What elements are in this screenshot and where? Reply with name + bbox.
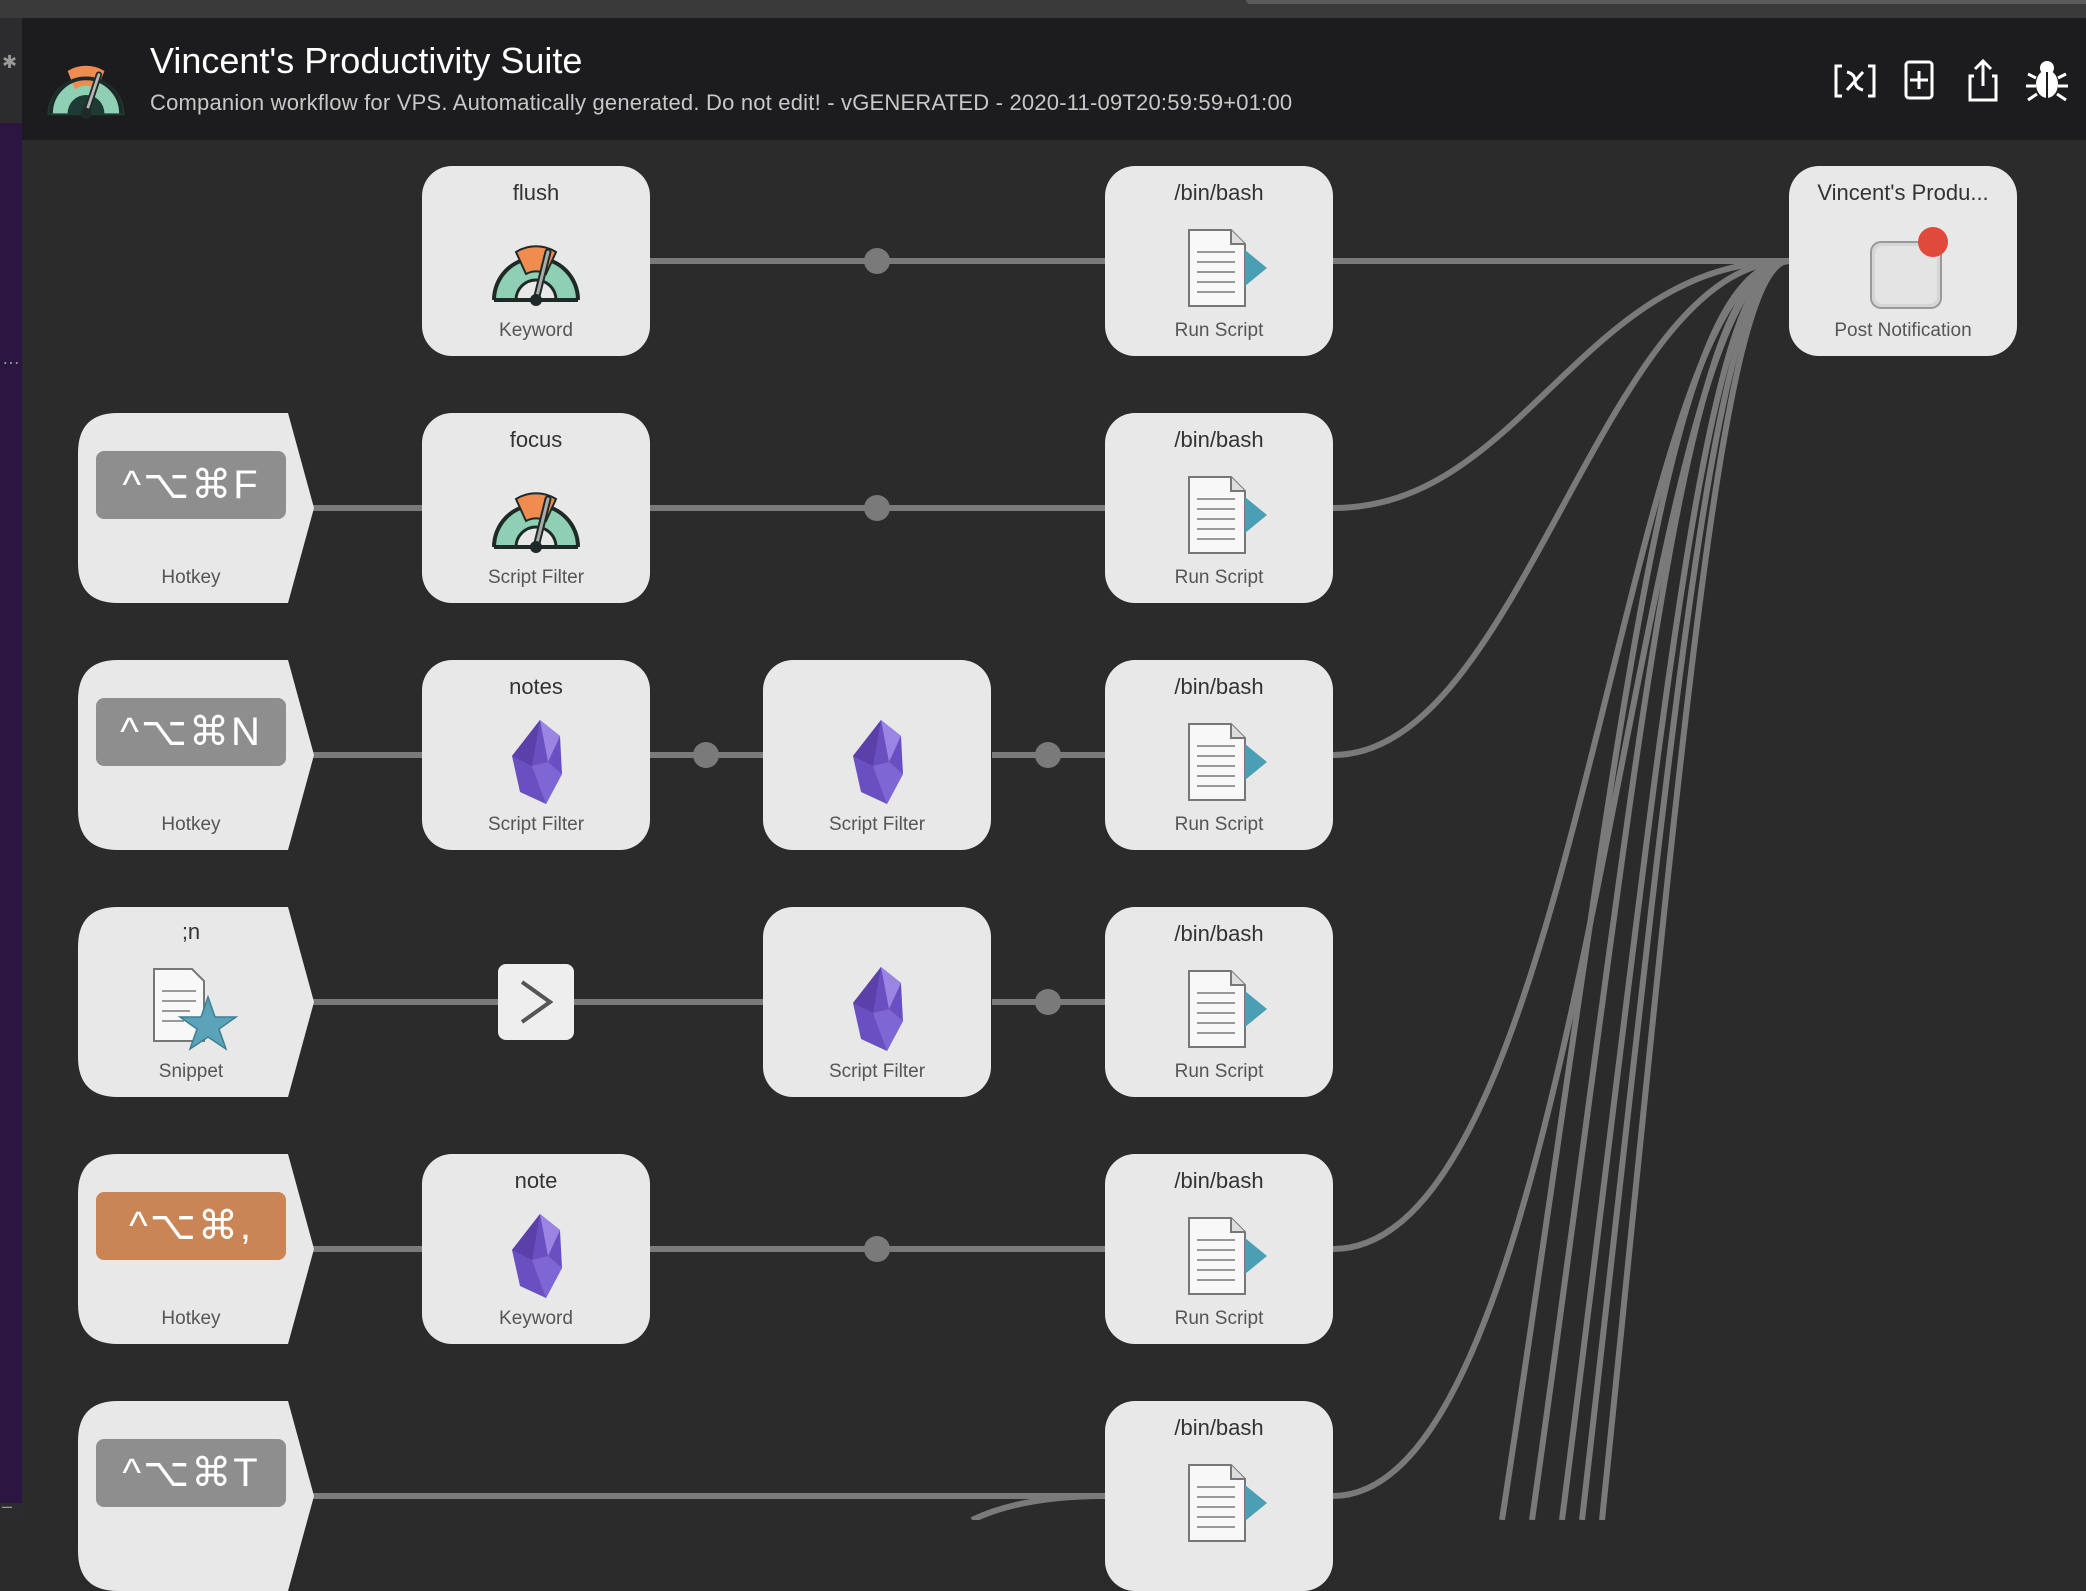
export-button[interactable] [1958,56,2008,106]
node-title: /bin/bash [1174,1415,1264,1440]
scroll-indicator [1246,0,2086,4]
script-filter-node-focus[interactable]: focus Script Filter [422,413,650,603]
hotkey-trigger-focus[interactable]: ^⌥⌘F Hotkey [78,413,318,603]
node-type-label: Post Notification [1834,320,1972,341]
snippet-star-icon [153,968,239,1051]
node-title: /bin/bash [1174,674,1264,699]
script-filter-node-notes[interactable]: notes Script Filter [422,660,650,850]
hotkey-combo: ^⌥⌘, [96,1192,286,1260]
node-type-label: Keyword [499,1308,573,1329]
snippet-trigger[interactable]: ;n Snippet [78,907,318,1097]
node-type-label: Script Filter [487,567,585,588]
add-object-button[interactable] [1894,56,1944,106]
hotkey-trigger-notes[interactable]: ^⌥⌘N Hotkey [78,660,318,850]
node-type-label: Script Filter [828,1061,926,1082]
wire-handle [864,1236,890,1262]
node-type-label: Hotkey [161,1308,221,1329]
node-title: /bin/bash [1174,1168,1264,1193]
sidebar-selection [0,123,22,1503]
workflow-header: Vincent's Productivity Suite Companion w… [22,18,2086,140]
wire-handle [864,495,890,521]
wire-handle [1035,989,1061,1015]
hotkey-combo: ^⌥⌘F [96,451,286,519]
node-title: /bin/bash [1174,180,1264,205]
connection-wires [312,248,1790,1520]
obsidian-gem-icon [853,720,903,804]
workflow-logo-icon [47,65,125,119]
node-title: /bin/bash [1174,427,1264,452]
wire-offscreen-4 [1579,258,1790,1520]
wire-run2-notify [1332,258,1790,511]
wire-handle [1035,742,1061,768]
hotkey-trigger-t[interactable]: ^⌥⌘T [78,1401,318,1591]
node-type-label: Run Script [1174,1308,1264,1329]
junction-node[interactable] [498,964,574,1040]
node-type-label: Script Filter [487,814,585,835]
node-title: ;n [181,919,201,944]
node-title: note [514,1168,558,1193]
wire-handle [864,248,890,274]
node-type-label: Run Script [1174,320,1264,341]
wire-offscreen-2 [1529,258,1790,1520]
hotkey-combo: ^⌥⌘T [96,1439,286,1507]
node-title: /bin/bash [1174,921,1264,946]
notification-icon [1870,227,1948,309]
node-type-label: Snippet [158,1061,224,1082]
obsidian-gem-icon [512,1214,562,1298]
node-title: focus [509,427,563,452]
wire-offscreen-1 [1499,258,1790,1520]
node-type-label: Run Script [1174,1061,1264,1082]
node-type-label: Keyword [499,320,573,341]
keyword-node-flush[interactable]: flush Keyword [422,166,650,356]
post-notification-node[interactable]: Vincent's Produ... Post Notification [1789,166,2017,356]
chevron-right-icon [520,980,554,1024]
node-title: flush [512,180,560,205]
run-script-node-1[interactable]: /bin/bash Run Script [1105,166,1333,356]
obsidian-gem-icon [853,967,903,1051]
workflow-subtitle: Companion workflow for VPS. Automaticall… [150,90,1293,115]
wire-handle [693,742,719,768]
script-doc-icon [1188,723,1267,801]
node-type-label: Hotkey [161,814,221,835]
node-type-label: Hotkey [161,567,221,588]
wire-lower [970,1493,1106,1520]
gauge-icon [492,492,580,553]
variables-button[interactable] [1830,56,1880,106]
wire-offscreen-5 [1599,258,1790,1520]
wire-offscreen-3 [1559,258,1790,1520]
gear-icon[interactable]: ✱ [2,52,18,72]
script-doc-icon [1188,1464,1267,1542]
script-filter-node-notes-2[interactable]: Script Filter [763,660,991,850]
node-type-label: Run Script [1174,814,1264,835]
run-script-node-3[interactable]: /bin/bash Run Script [1105,660,1333,850]
script-filter-node-snippet[interactable]: Script Filter [763,907,991,1097]
hotkey-trigger-note[interactable]: ^⌥⌘, Hotkey [78,1154,318,1344]
script-doc-icon [1188,476,1267,554]
workflow-canvas[interactable]: flush Keyword /bin/bash Run Script Vince… [22,140,2086,1591]
obsidian-gem-icon [512,720,562,804]
gauge-icon [492,245,580,306]
wire-run3-notify [1332,258,1790,758]
node-title: Vincent's Produ... [1817,180,1989,205]
more-icon[interactable]: … [2,348,20,368]
keyword-node-note[interactable]: note Keyword [422,1154,650,1344]
minus-icon[interactable]: – [2,1496,13,1516]
node-type-label: Run Script [1174,567,1264,588]
node-type-label: Script Filter [828,814,926,835]
run-script-node-5[interactable]: /bin/bash Run Script [1105,1154,1333,1344]
run-script-node-2[interactable]: /bin/bash Run Script [1105,413,1333,603]
run-script-node-6[interactable]: /bin/bash [1105,1401,1333,1591]
node-title: notes [509,674,563,699]
window-top-strip [0,0,2086,18]
left-sidebar-edge: ✱ … – [0,18,22,1520]
script-doc-icon [1188,229,1267,307]
debug-button[interactable] [2022,56,2072,106]
run-script-node-4[interactable]: /bin/bash Run Script [1105,907,1333,1097]
script-doc-icon [1188,970,1267,1048]
script-doc-icon [1188,1217,1267,1295]
hotkey-combo: ^⌥⌘N [96,698,286,766]
workflow-title: Vincent's Productivity Suite [150,40,583,81]
